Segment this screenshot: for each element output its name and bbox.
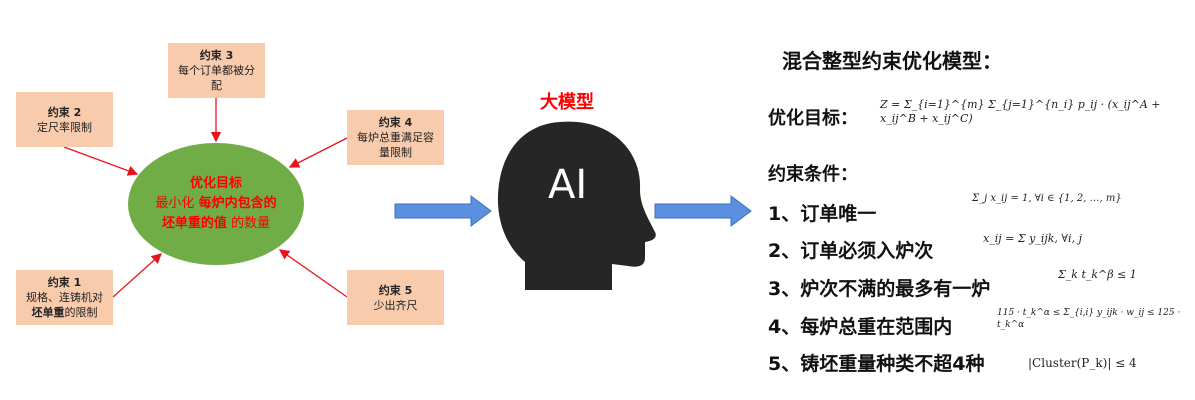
- model-label: 大模型: [540, 92, 594, 113]
- ai-text: AI: [548, 162, 588, 208]
- constraint-3-box: 约束 3 每个订单都被分配: [168, 43, 265, 98]
- arrow-c4: [288, 137, 348, 168]
- objective-formula: Z = Σ_{i=1}^{m} Σ_{j=1}^{n_i} p_ij · (x_…: [880, 98, 1161, 126]
- objective-text: 的数量: [226, 216, 271, 231]
- objective-text: 最小化: [155, 196, 199, 211]
- ai-head-icon: [497, 121, 656, 290]
- constraint-title: 约束 4: [378, 116, 413, 129]
- objective-label: 优化目标：: [768, 108, 858, 129]
- constraint-text: 定尺率限制: [37, 120, 92, 134]
- constraint-title: 约束 1: [47, 276, 82, 289]
- objective-title: 优化目标: [189, 176, 242, 191]
- model-title: 混合整型约束优化模型：: [782, 49, 1002, 73]
- constraint-5-box: 约束 5 少出齐尺: [347, 270, 444, 325]
- constraint-text: 规格、连铸机对: [26, 291, 103, 304]
- arrow-c5: [278, 249, 348, 298]
- arrow-c2: [63, 146, 139, 176]
- constraint-text: 每炉总重满足容量限制: [357, 131, 434, 159]
- constraint-item-4: 4、每炉总重在范围内: [768, 316, 953, 338]
- constraint-formula-3: Σ_k t_k^β ≤ 1: [1058, 268, 1137, 281]
- constraint-formula-1: Σ_j x_ij = 1, ∀i ∈ {1, 2, …, m}: [972, 193, 1122, 204]
- constraint-text: 每个订单都被分配: [178, 64, 255, 92]
- constraint-text-bold: 坯单重: [31, 306, 65, 319]
- constraint-formula-2: x_ij = Σ y_ijk, ∀i, j: [983, 232, 1082, 245]
- constraint-text: 少出齐尺: [373, 298, 418, 312]
- constraint-item-2: 2、订单必须入炉次: [768, 240, 934, 262]
- constraint-formula-4: 115 · t_k^α ≤ Σ_{i,i} y_ijk · w_ij ≤ 125…: [997, 308, 1181, 330]
- objective-ellipse: 优化目标 最小化 每炉内包含的 坯单重的值 的数量: [128, 143, 304, 265]
- constraint-title: 约束 2: [47, 105, 82, 119]
- constraint-2-box: 约束 2 定尺率限制: [16, 92, 113, 147]
- constraint-item-5: 5、铸坯重量种类不超4种: [768, 353, 985, 375]
- right-arrow-2: [654, 195, 752, 227]
- constraint-title: 约束 5: [378, 283, 413, 297]
- objective-text-bold: 每炉内包含的: [198, 196, 277, 211]
- constraint-item-1: 1、订单唯一: [768, 203, 877, 225]
- constraint-text: 的限制: [64, 306, 98, 319]
- constraints-label: 约束条件：: [768, 164, 858, 185]
- constraint-title: 约束 3: [199, 49, 234, 62]
- right-arrow-1: [394, 195, 492, 227]
- constraint-4-box: 约束 4 每炉总重满足容量限制: [347, 110, 444, 165]
- constraint-item-3: 3、炉次不满的最多有一炉: [768, 278, 991, 300]
- constraint-1-box: 约束 1 规格、连铸机对 坯单重的限制: [16, 270, 113, 325]
- objective-text-bold: 坯单重的值: [161, 216, 227, 231]
- arrow-c1: [112, 253, 162, 298]
- constraint-formula-5: |Cluster(P_k)| ≤ 4: [1028, 356, 1137, 370]
